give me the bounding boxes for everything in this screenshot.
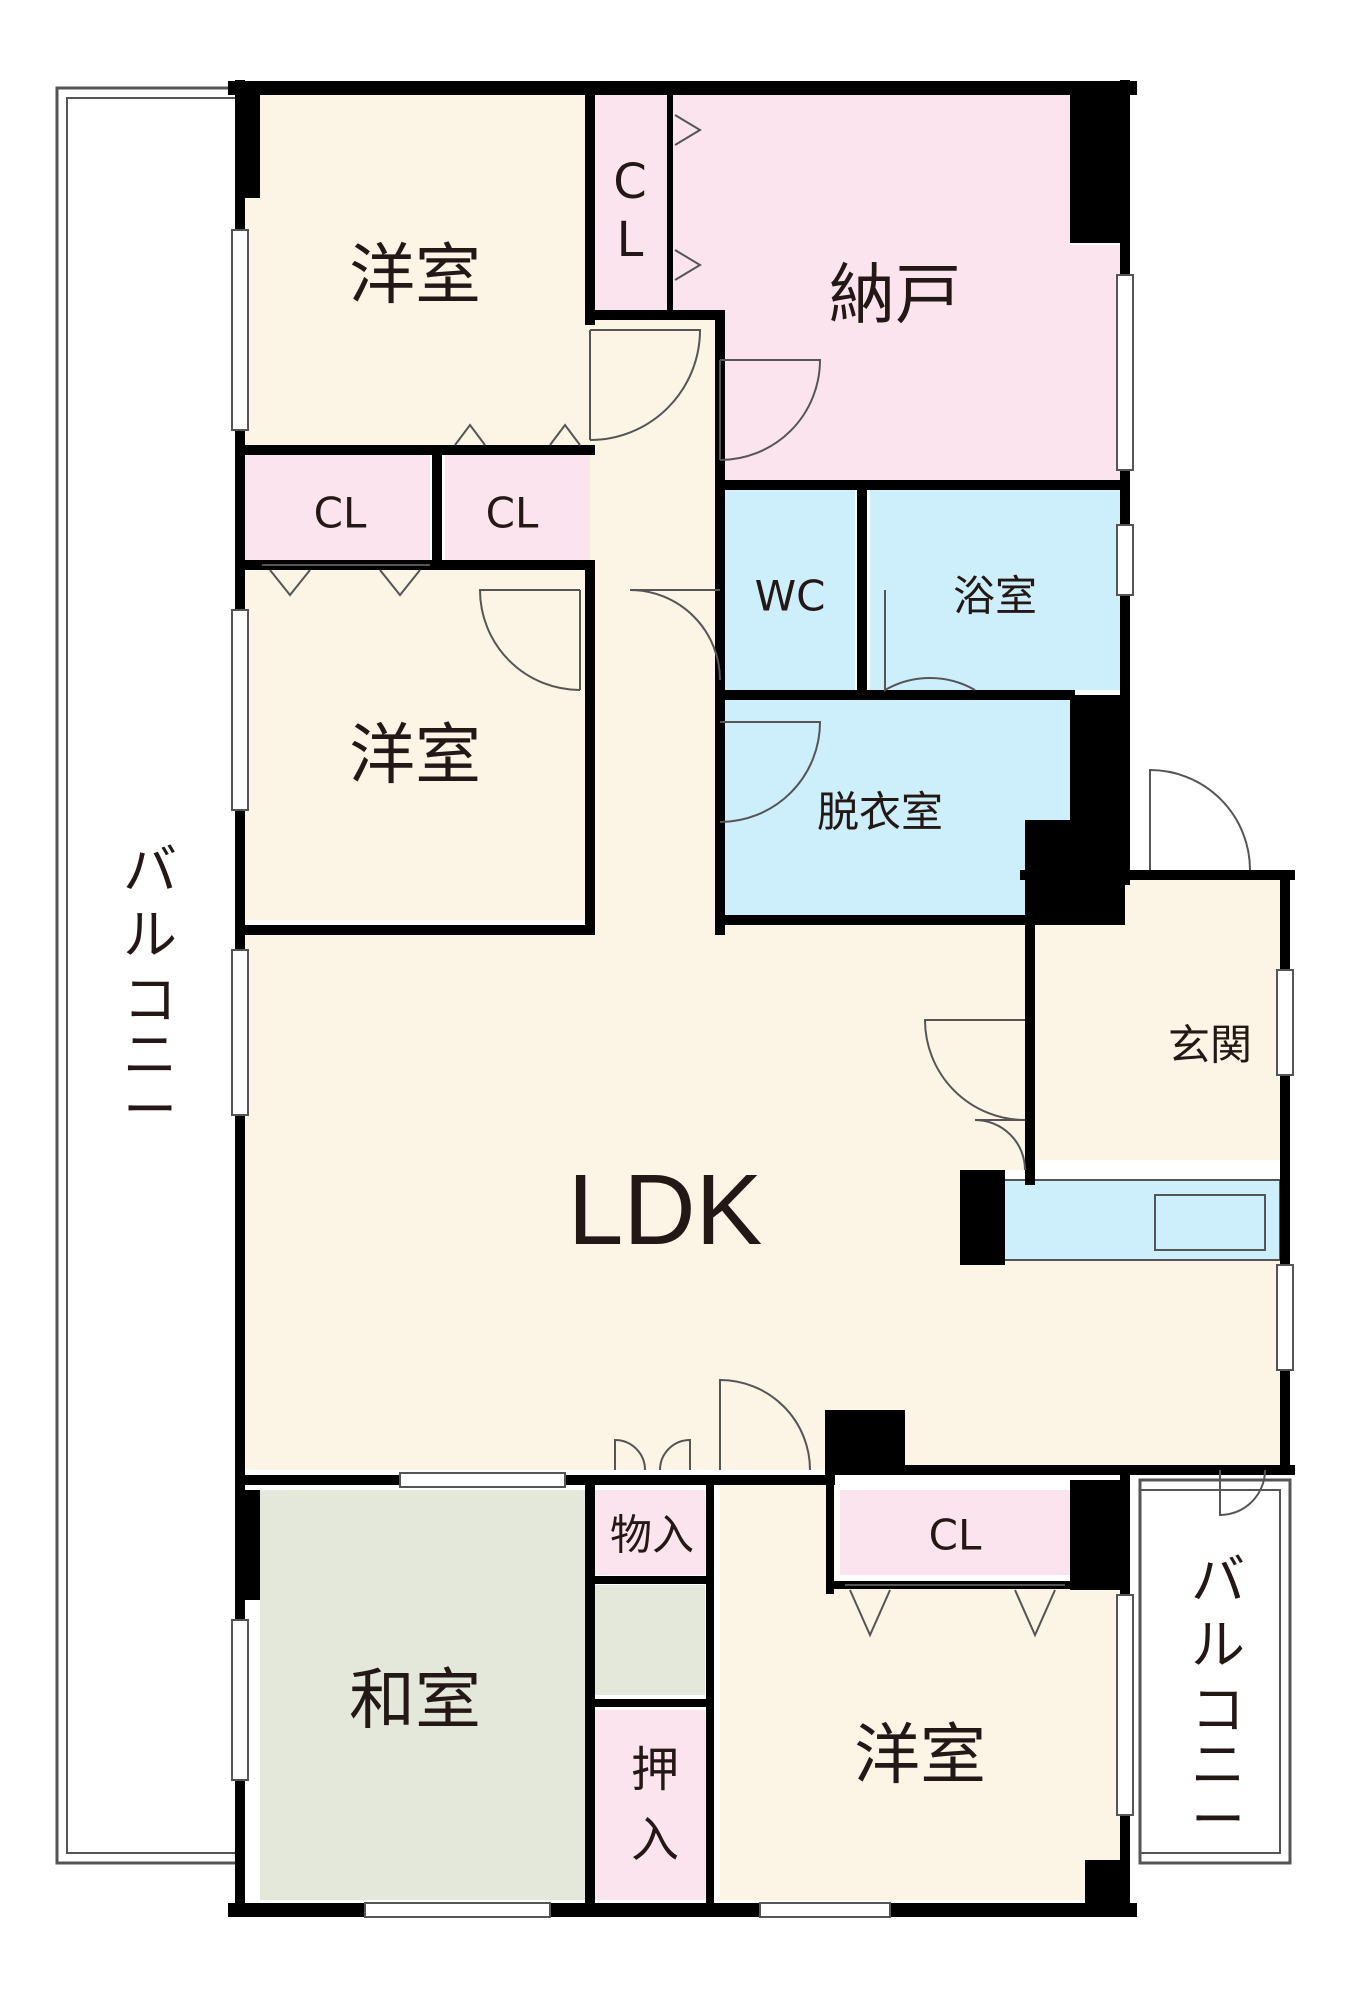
closet-door-marks xyxy=(262,114,1065,1638)
hall-top xyxy=(590,320,720,940)
room-japanese-alcove xyxy=(585,1585,705,1695)
room-entrance xyxy=(1035,880,1285,1160)
label-dressing: 脱衣室 xyxy=(817,788,943,837)
label-closet-left: CL xyxy=(314,489,367,538)
room-closet-top xyxy=(590,95,670,310)
label-bath: 浴室 xyxy=(953,572,1037,621)
label-closet-top-c: C xyxy=(613,154,647,210)
room-storage-small xyxy=(595,1490,705,1575)
svg-text:ー: ー xyxy=(123,1079,177,1142)
kitchen-sink xyxy=(1154,1194,1266,1251)
label-western-top: 洋室 xyxy=(349,237,481,314)
label-oshiire-bottom: 入 xyxy=(631,1812,679,1868)
svg-text:コ: コ xyxy=(1191,1679,1245,1742)
label-storage-small: 物入 xyxy=(610,1511,694,1560)
label-storage-room: 納戸 xyxy=(829,257,961,334)
label-entrance: 玄関 xyxy=(1168,1021,1252,1070)
label-ldk: LDK xyxy=(568,1154,763,1266)
svg-text:バ: バ xyxy=(123,839,177,902)
svg-text:ニ: ニ xyxy=(123,1024,177,1087)
label-closet-top-l: L xyxy=(617,212,644,268)
wall-blocks xyxy=(235,88,1130,1915)
svg-text:バ: バ xyxy=(1191,1549,1245,1612)
room-bath xyxy=(870,490,1120,690)
room-closet-bottom xyxy=(840,1490,1070,1575)
room-closet-right xyxy=(445,455,590,560)
svg-text:ー: ー xyxy=(1191,1789,1245,1852)
label-western-bottom: 洋室 xyxy=(854,1717,986,1794)
label-closet-right: CL xyxy=(486,489,539,538)
balcony-left-area xyxy=(55,86,239,1865)
label-japanese: 和室 xyxy=(349,1662,481,1739)
label-balcony-left: バ ル コ ニ ー xyxy=(123,839,177,1142)
room-western-mid xyxy=(245,570,590,920)
balcony-right-area xyxy=(1138,1478,1292,1865)
room-western-top xyxy=(245,95,590,445)
windows xyxy=(231,229,1294,1918)
label-western-mid: 洋室 xyxy=(349,717,481,794)
room-oshiire xyxy=(595,1710,705,1900)
kitchen-counter xyxy=(994,1179,1281,1261)
svg-text:ニ: ニ xyxy=(1191,1734,1245,1797)
label-oshiire-top: 押 xyxy=(631,1742,679,1798)
svg-text:コ: コ xyxy=(123,969,177,1032)
label-wc: WC xyxy=(755,572,826,621)
room-japanese xyxy=(260,1490,585,1900)
room-storage xyxy=(670,95,1120,480)
room-dressing xyxy=(725,700,1070,915)
label-balcony-right: バ ル コ ニ ー xyxy=(1191,1549,1245,1852)
svg-text:ル: ル xyxy=(1191,1614,1245,1677)
doors xyxy=(478,329,1266,1517)
room-closet-left xyxy=(245,455,430,560)
label-closet-bottom: CL xyxy=(929,1511,982,1560)
svg-text:ル: ル xyxy=(123,904,177,967)
room-wc xyxy=(725,490,855,690)
